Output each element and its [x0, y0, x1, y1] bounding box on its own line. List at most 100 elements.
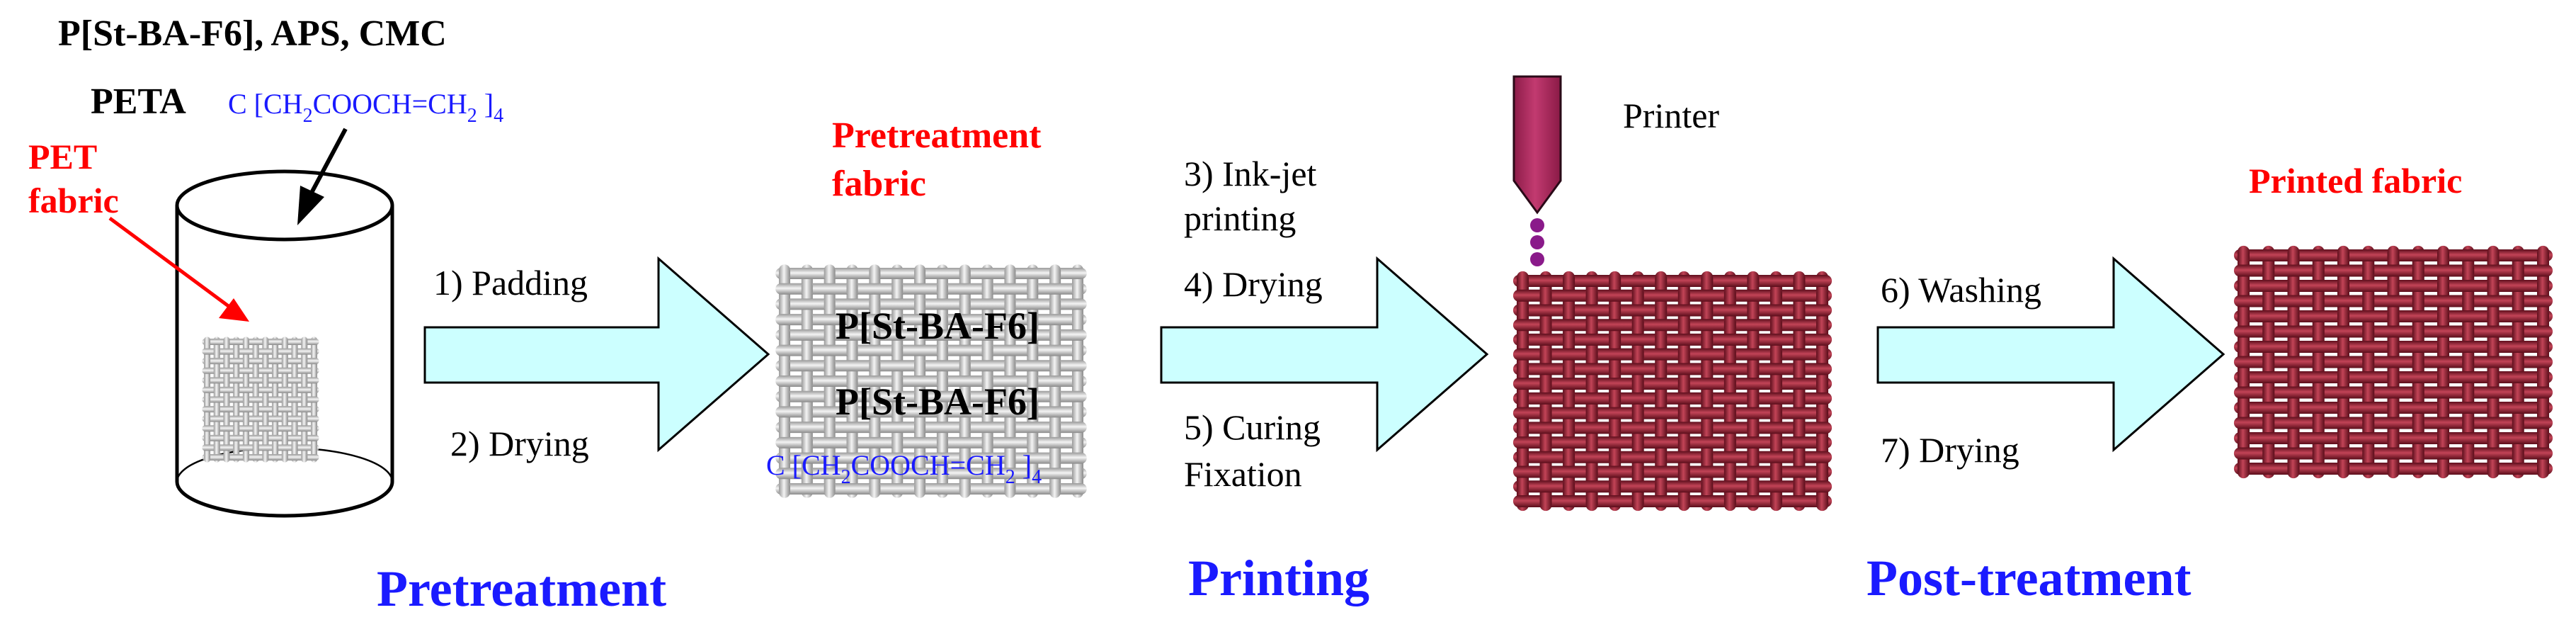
fabric-yarn-crossing: [1027, 311, 1039, 328]
fabric-yarn-crossing: [1563, 478, 1575, 495]
fabric-yarn-crossing: [2537, 399, 2549, 417]
fabric-yarn-crossing: [2462, 354, 2475, 371]
fabric-yarn-crossing: [1793, 478, 1806, 495]
fabric-yarn-crossing: [2512, 445, 2524, 462]
fabric-yarn-crossing: [1004, 296, 1016, 312]
fabric-yarn: [775, 283, 1087, 295]
fabric-yarn-crossing: [779, 327, 790, 344]
fabric-yarn-crossing: [981, 404, 993, 420]
fabric-yarn: [1512, 289, 1833, 302]
fabric-yarn-crossing: [914, 296, 926, 312]
fabric-yarn-crossing: [242, 375, 249, 385]
fabric-yarn-crossing: [823, 358, 836, 374]
printed-fabric-wet: [1512, 271, 1833, 512]
fabric-yarn-crossing: [801, 404, 813, 420]
fabric-yarn-crossing: [2337, 277, 2349, 295]
fabric-yarn-crossing: [1655, 448, 1668, 466]
fabric-yarn-crossing: [291, 385, 298, 395]
fabric-yarn-crossing: [936, 373, 948, 390]
fabric-yarn-crossing: [869, 358, 881, 374]
fabric-yarn-crossing: [779, 480, 790, 497]
printer-label: Printer: [1623, 96, 1719, 135]
fabric-yarn-crossing: [1027, 404, 1039, 420]
fabric-yarn-crossing: [2362, 414, 2375, 431]
fabric-yarn-crossing: [1072, 373, 1083, 390]
fabric-yarn: [1512, 465, 1833, 478]
fabric-yarn-crossing: [1004, 265, 1016, 282]
fabric-yarn-crossing: [1027, 281, 1039, 297]
fabric-yarn-crossing: [281, 453, 288, 462]
fabric-yarn-crossing: [1723, 463, 1736, 480]
fabric-yarn-crossing: [2537, 429, 2549, 447]
fabric-yarn-crossing: [869, 450, 881, 466]
fabric-yarn-crossing: [204, 414, 210, 424]
fabric-yarn-crossing: [891, 465, 904, 482]
fabric-yarn-crossing: [936, 404, 948, 420]
fabric-yarn-crossing: [2437, 460, 2449, 478]
fabric-yarn-crossing: [2312, 384, 2325, 401]
fabric-yarn-crossing: [281, 434, 288, 443]
fabric-yarn-crossing: [272, 424, 279, 434]
fabric-yarn-crossing: [2437, 247, 2449, 264]
fabric-yarn-crossing: [914, 388, 926, 405]
fabric-yarn-crossing: [1609, 478, 1622, 495]
fabric-yarn-crossing: [1677, 287, 1690, 305]
fabric-yarn: [202, 348, 319, 355]
fabric-yarn-crossing: [252, 424, 259, 434]
fabric-yarn-crossing: [801, 465, 813, 482]
fabric-yarn-crossing: [1585, 434, 1598, 451]
fabric-yarn-crossing: [1793, 448, 1806, 466]
fabric-yarn-crossing: [291, 405, 298, 414]
step-curing: 5) Curing Fixation: [1184, 407, 1330, 494]
fabric-yarn-crossing: [823, 265, 836, 282]
fabric-yarn-crossing: [233, 443, 240, 453]
fabric-yarn-crossing: [291, 366, 298, 375]
pet-fabric-label: PET fabric: [28, 137, 119, 220]
fabric-yarn-crossing: [1049, 388, 1061, 405]
fabric-yarn-crossing: [272, 385, 279, 395]
fabric-yarn-crossing: [1517, 331, 1529, 349]
fabric-yarn-crossing: [2387, 368, 2400, 386]
ink-drops: [1530, 218, 1544, 266]
fabric-yarn-crossing: [914, 327, 926, 344]
fabric-yarn-crossing: [1585, 316, 1598, 334]
fabric-yarn: [202, 367, 319, 374]
fabric-yarn-crossing: [1701, 302, 1714, 319]
fabric-yarn-crossing: [2238, 247, 2250, 264]
fabric-yarn-crossing: [914, 265, 926, 282]
fabric-yarn-crossing: [2312, 262, 2325, 279]
fabric-yarn-crossing: [2238, 368, 2250, 386]
fabric-yarn-crossing: [204, 434, 210, 443]
fabric-yarn-crossing: [1049, 358, 1061, 374]
fabric-yarn-crossing: [1655, 390, 1668, 407]
fabric-yarn-crossing: [1585, 287, 1598, 305]
fabric-yarn-crossing: [1609, 272, 1622, 290]
fabric-yarn-crossing: [2262, 414, 2275, 431]
fabric-yarn-crossing: [2412, 354, 2424, 371]
fabric-yarn-crossing: [2437, 368, 2449, 386]
fabric-yarn-crossing: [1723, 316, 1736, 334]
fabric-yarn-crossing: [1609, 302, 1622, 319]
fabric-yarn-crossing: [291, 443, 298, 453]
fabric-yarn-crossing: [233, 346, 240, 356]
fabric-yarn-crossing: [801, 373, 813, 390]
fabric-yarn-crossing: [2512, 323, 2524, 340]
fabric-yarn: [775, 436, 1087, 448]
fabric-yarn-crossing: [301, 453, 308, 462]
fabric-yarn: [202, 454, 319, 461]
fabric-yarn-crossing: [1539, 405, 1552, 422]
fabric-yarn: [202, 358, 319, 365]
fabric-yarn-crossing: [301, 414, 308, 424]
fabric-yarn-crossing: [291, 346, 298, 356]
fabric-yarn-crossing: [2462, 414, 2475, 431]
fabric-yarn-crossing: [213, 405, 220, 414]
fabric-yarn-crossing: [1701, 478, 1714, 495]
fabric-yarn-crossing: [1539, 316, 1552, 334]
fabric-yarn-crossing: [891, 281, 904, 297]
fabric-yarn-crossing: [1049, 419, 1061, 436]
fabric-yarn-crossing: [311, 366, 317, 375]
reagents-text: P[St-BA-F6], APS, CMC: [58, 13, 447, 54]
fabric-yarn-crossing: [936, 311, 948, 328]
fabric-yarn-crossing: [272, 346, 279, 356]
fabric-yarn-crossing: [1631, 375, 1644, 392]
